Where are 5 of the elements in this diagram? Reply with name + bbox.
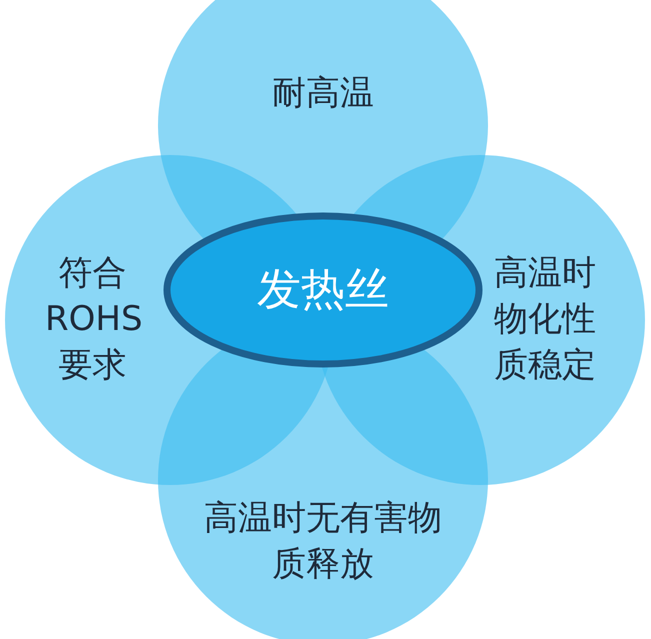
feature-text: 高温时无有害物质释放	[203, 497, 443, 586]
feature-text: 高温时物化性质稳定	[493, 252, 597, 387]
center-text: 发热丝	[256, 263, 390, 317]
feature-text: 耐高温	[271, 72, 375, 115]
feature-text: 符合ROHS要求	[45, 252, 140, 387]
